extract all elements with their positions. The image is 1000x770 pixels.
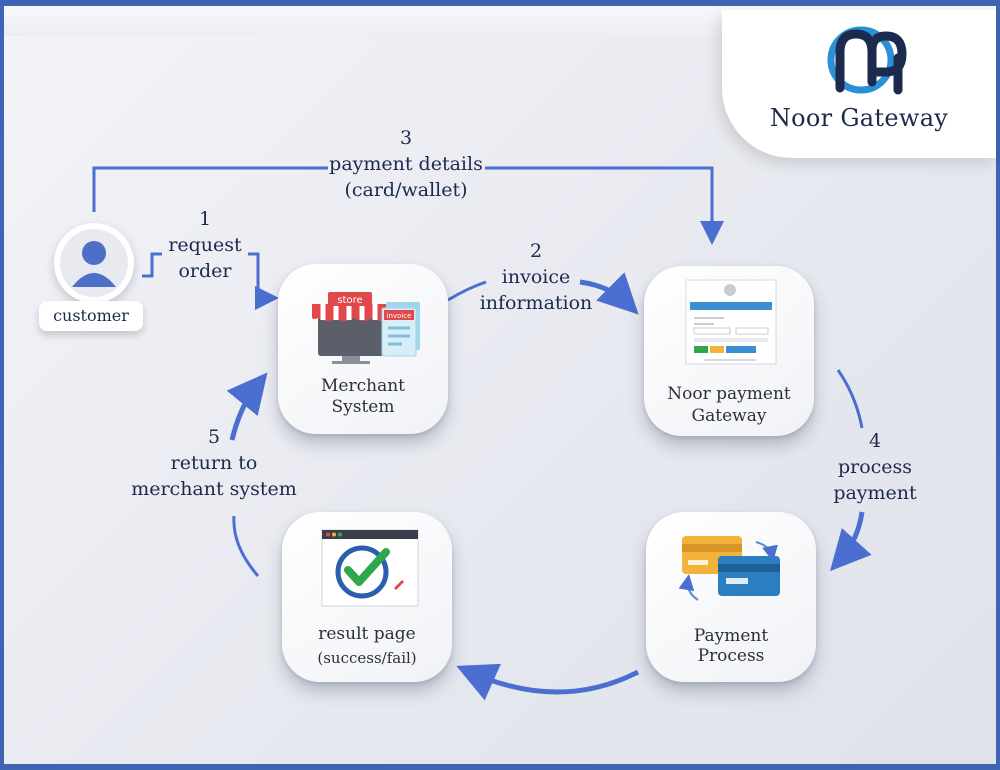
step-4-label: 4 process payment [818, 428, 932, 506]
payment-process-line1: Payment [693, 626, 769, 646]
step-2-number: 2 [529, 240, 543, 262]
payment-page-icon [685, 279, 777, 365]
step-5-number: 5 [207, 426, 221, 448]
frame-bottom [0, 764, 1000, 770]
connector-payment-details [92, 166, 328, 212]
step-5-label: 5 return to merchant system [116, 424, 312, 502]
step-5-line1: return to [170, 452, 258, 474]
step-1-line2: order [178, 260, 232, 282]
result-page-line1: result page [318, 624, 416, 644]
step-1-number: 1 [198, 208, 212, 230]
gateway-line2: Gateway [691, 406, 767, 426]
payment-process-card: Payment Process [646, 512, 816, 682]
payment-process-line2: Process [697, 646, 765, 666]
step-5-line2: merchant system [131, 478, 297, 500]
step-1-line1: request [168, 234, 242, 256]
merchant-system-line1: Merchant [321, 376, 405, 396]
connector-process [836, 369, 864, 429]
step-1-label: 1 request order [150, 206, 260, 284]
connector-invoice-b [579, 272, 639, 315]
user-icon [60, 229, 128, 297]
connector-payment-details-b [485, 166, 724, 245]
step-3-line1: payment details [329, 153, 483, 175]
connector-invoice [447, 280, 487, 302]
step-2-line1: invoice [501, 266, 571, 288]
frame-right [996, 0, 1000, 770]
brand-name: Noor Gateway [769, 104, 949, 132]
noor-logo-icon [827, 26, 907, 95]
success-check-icon [321, 529, 419, 607]
step-4-number: 4 [868, 430, 882, 452]
result-page-line2: (success/fail) [317, 649, 417, 667]
gateway-card: Noor payment Gateway [644, 266, 814, 436]
step-4-line2: payment [833, 482, 917, 504]
merchant-system-line2: System [331, 397, 395, 417]
step-2-label: 2 invoice information [466, 238, 606, 316]
step-3-number: 3 [399, 127, 413, 149]
frame-top [0, 0, 1000, 6]
store-icon: store invoice [312, 292, 420, 364]
connector-process-b [829, 511, 872, 572]
step-4-line1: process [837, 456, 913, 478]
step-3-label: 3 payment details (card/wallet) [320, 125, 492, 203]
customer-avatar [54, 223, 134, 303]
merchant-system-card: store invoice Merchant System [278, 264, 448, 434]
connector-to-result [456, 663, 640, 701]
frame-left [0, 0, 4, 770]
connector-request-order [142, 252, 162, 278]
connector-return [232, 515, 260, 577]
gateway-line1: Noor payment [667, 384, 791, 404]
result-page-card: result page (success/fail) [282, 512, 452, 682]
brand-card: Noor Gateway [722, 10, 996, 158]
invoice-sign: invoice [387, 312, 412, 320]
connector-return-b [226, 372, 268, 441]
credit-cards-icon [678, 536, 780, 601]
customer-label: customer [39, 301, 143, 331]
store-sign: store [337, 295, 362, 306]
step-3-line2: (card/wallet) [344, 179, 468, 201]
step-2-line2: information [479, 292, 593, 314]
connector-request-order-b [248, 252, 279, 310]
